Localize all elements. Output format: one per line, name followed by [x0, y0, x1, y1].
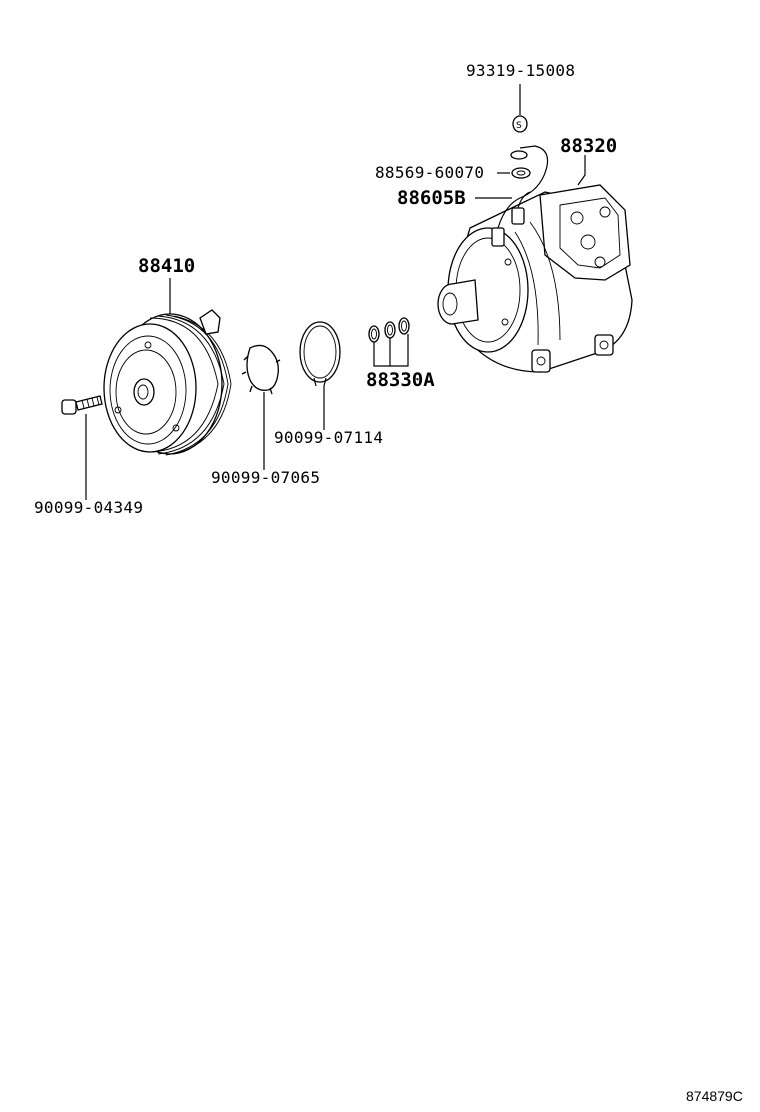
label-88605b: 88605B — [397, 187, 466, 209]
wire-harness-drawing — [497, 145, 549, 229]
reference-code: 874879C — [686, 1088, 743, 1104]
clutch-pulley-drawing — [103, 309, 232, 456]
bolt-drawing — [61, 395, 103, 415]
compressor-drawing — [437, 184, 633, 373]
label-88569-60070: 88569-60070 — [375, 163, 484, 182]
label-88330a: 88330A — [366, 369, 435, 391]
label-88410: 88410 — [138, 255, 195, 277]
label-93319-15008: 93319-15008 — [466, 61, 575, 80]
label-90099-04349: 90099-04349 — [34, 498, 143, 517]
label-90099-07065: 90099-07065 — [211, 468, 320, 487]
label-88320: 88320 — [560, 135, 617, 157]
leader-lines — [85, 84, 586, 500]
svg-text:S: S — [516, 121, 522, 131]
snap-ring-drawing — [299, 321, 341, 387]
label-90099-07114: 90099-07114 — [274, 428, 383, 447]
o-rings-drawing — [368, 317, 410, 343]
screw-drawing: S — [510, 115, 531, 179]
shim-drawing — [241, 344, 281, 395]
